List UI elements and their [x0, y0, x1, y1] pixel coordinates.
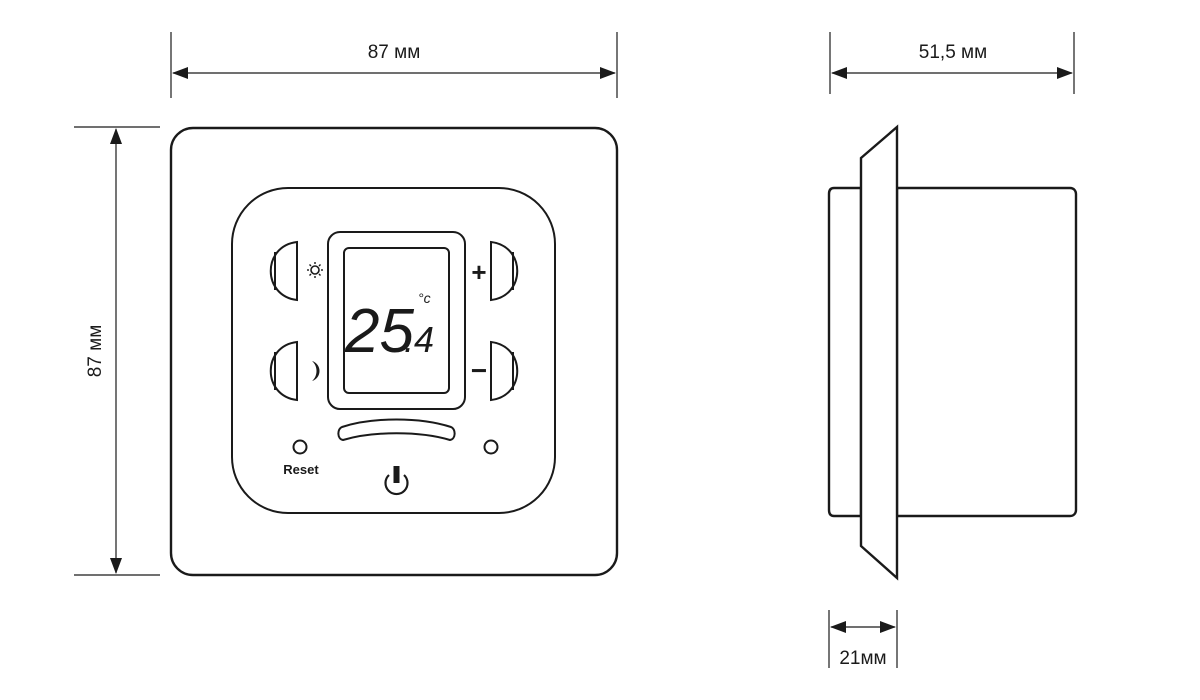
night-mode-button[interactable] [269, 340, 320, 402]
lcd-screen [343, 247, 450, 394]
curved-bar-button[interactable] [337, 418, 456, 442]
inner-panel [231, 187, 556, 514]
moon-icon [312, 361, 320, 381]
frame-flange-side [859, 124, 899, 581]
main-body-side [895, 186, 1078, 518]
lcd-unit: °c [418, 290, 431, 306]
night-button-shape[interactable] [269, 340, 298, 402]
power-icon [393, 466, 400, 483]
frame-depth-dimension: 21мм [828, 610, 898, 669]
frame-depth-label: 21мм [839, 648, 886, 669]
minus-icon: − [471, 355, 487, 386]
power-button[interactable] [384, 466, 409, 496]
lcd-temperature-decimal: .4 [404, 319, 434, 360]
side-depth-dimension: 51,5 мм [829, 32, 1075, 94]
minus-button[interactable]: − [471, 340, 519, 402]
reset-control[interactable]: Reset [283, 439, 319, 478]
front-cover-side [827, 186, 863, 518]
display-bezel [327, 231, 466, 410]
reset-indicator[interactable] [292, 439, 308, 455]
front-width-label: 87 мм [368, 42, 421, 63]
power-icon-ring [384, 474, 409, 496]
day-mode-button[interactable] [269, 240, 323, 302]
plus-button[interactable]: + [471, 240, 519, 302]
minus-button-shape[interactable] [490, 340, 519, 402]
front-view: 87 мм 87 мм 25 .4 °c [74, 32, 619, 577]
plus-button-shape[interactable] [490, 240, 519, 302]
side-view: 51,5 мм 21мм [827, 32, 1078, 669]
front-height-label: 87 мм [85, 325, 106, 378]
lcd-temperature-integer: 25 [344, 297, 414, 366]
front-width-dimension: 87 мм [170, 32, 618, 98]
day-button-shape[interactable] [269, 240, 298, 302]
reset-label: Reset [283, 462, 319, 477]
plus-icon: + [471, 257, 486, 287]
side-depth-label: 51,5 мм [919, 42, 987, 63]
front-height-dimension: 87 мм [74, 126, 160, 576]
sun-icon [307, 262, 323, 278]
status-indicator [483, 439, 499, 455]
outer-frame [169, 126, 619, 577]
